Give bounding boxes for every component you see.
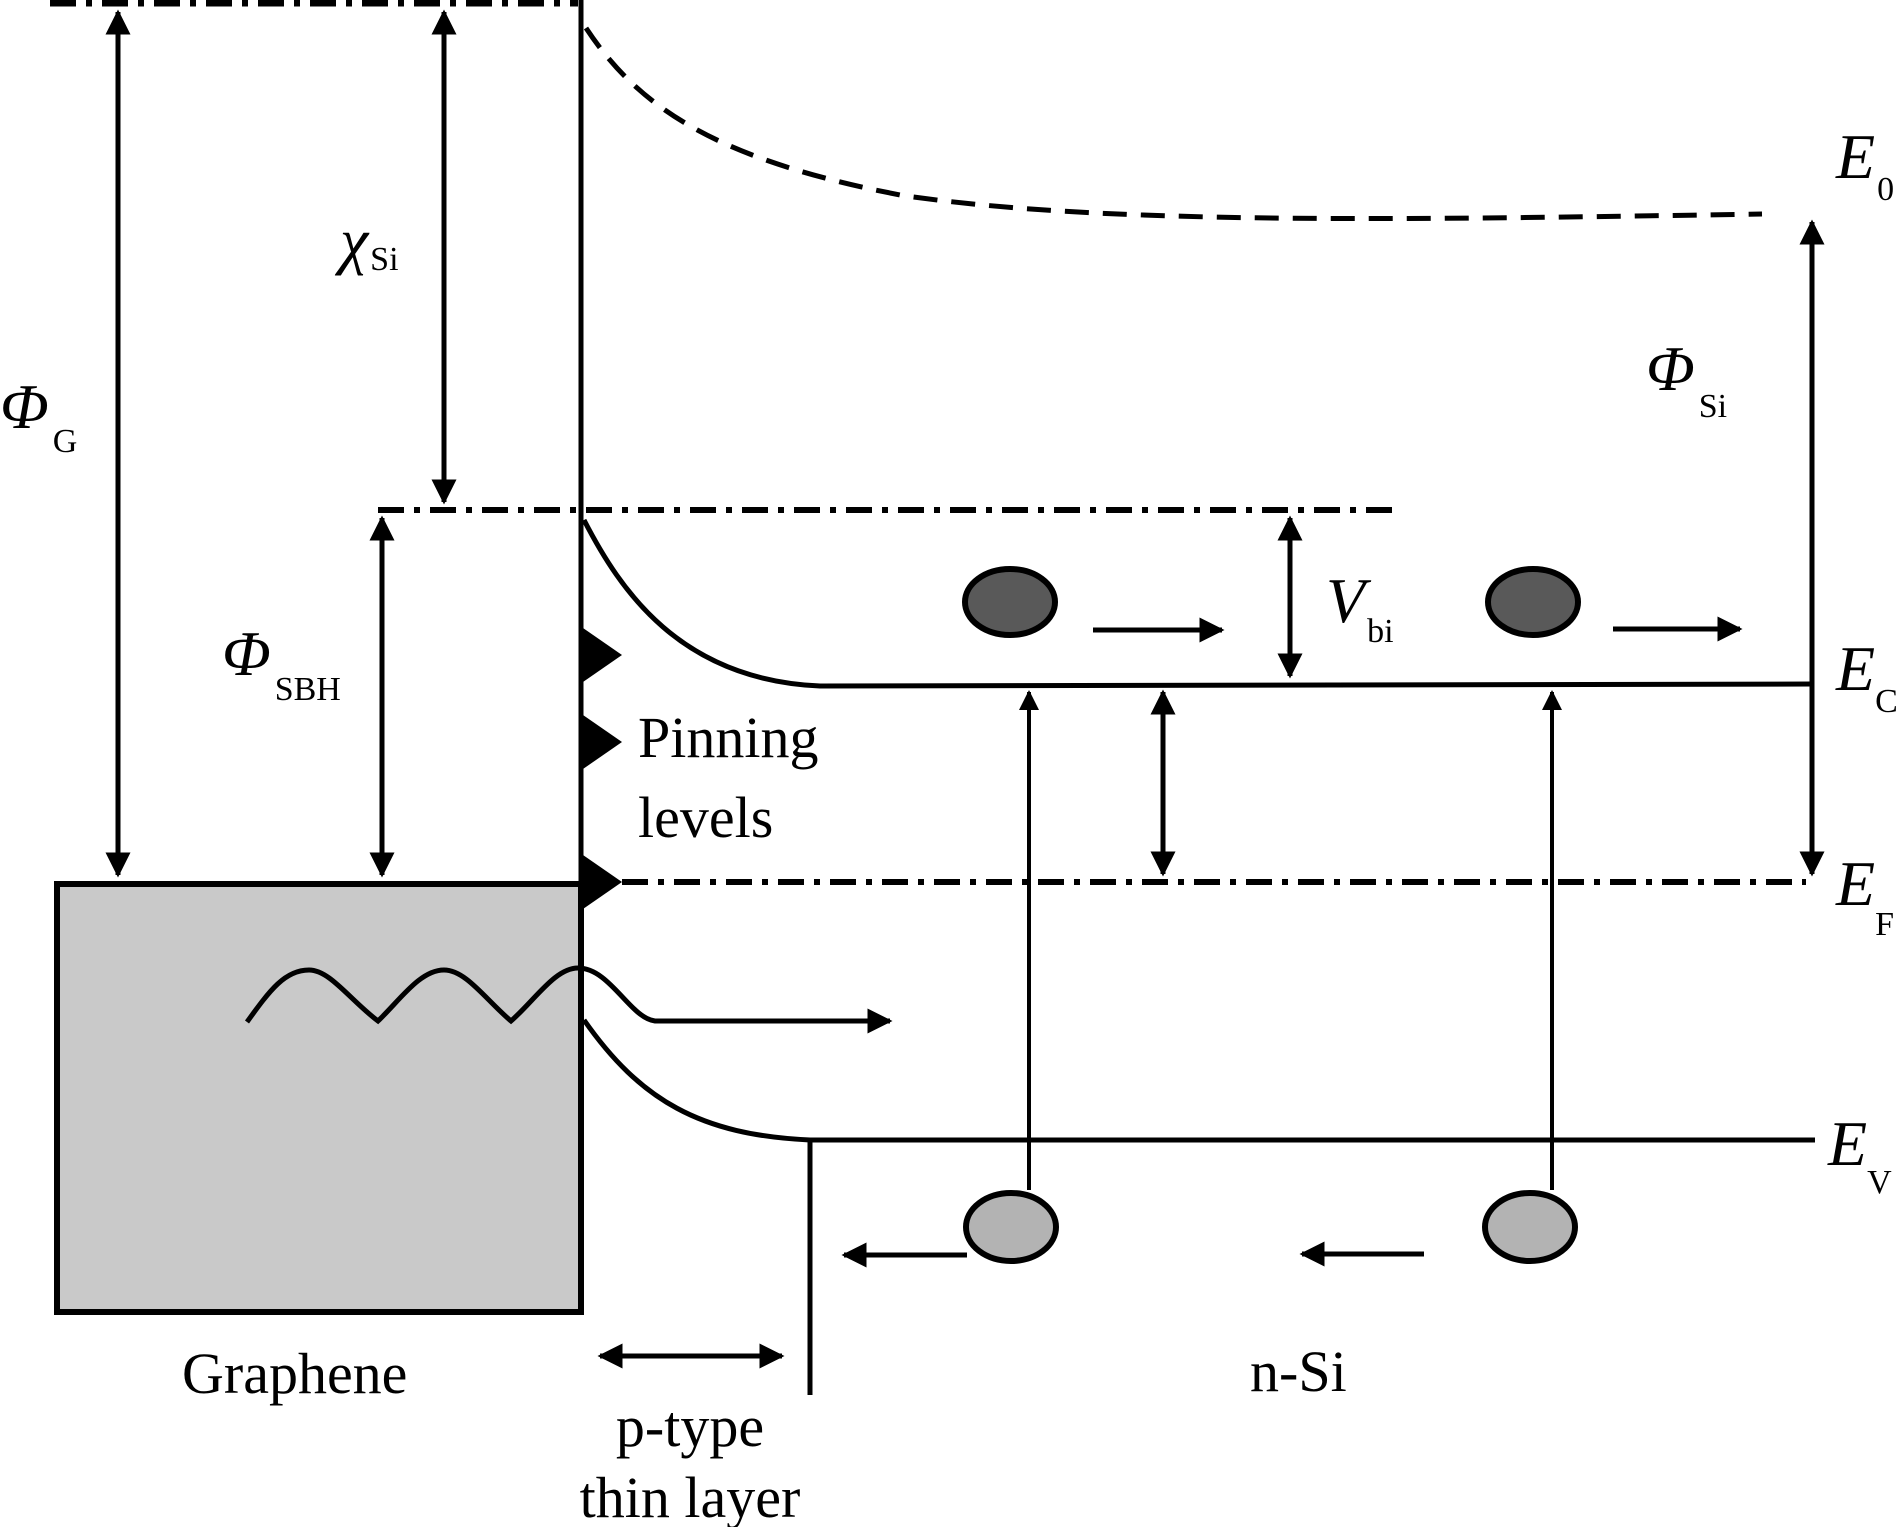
thin-layer-label: thin layer xyxy=(580,1465,801,1527)
ev-label: EV xyxy=(1827,1108,1892,1201)
e0-label: E0 xyxy=(1835,121,1894,208)
chi-si-label: χSi xyxy=(334,205,399,278)
pinning-state-2 xyxy=(583,715,622,769)
vacuum-level-e0-curve xyxy=(583,26,1763,222)
valence-band-ev xyxy=(581,1018,1815,1143)
pinning-levels-label-line1: Pinning xyxy=(638,705,819,770)
p-type-label: p-type xyxy=(616,1394,764,1459)
hole-1 xyxy=(963,1190,1059,1264)
ec-label: EC xyxy=(1835,633,1898,720)
phi-si-label: ΦSi xyxy=(1646,333,1727,425)
n-si-label: n-Si xyxy=(1250,1339,1347,1404)
electron-2 xyxy=(1485,566,1581,638)
graphene-label: Graphene xyxy=(182,1341,407,1406)
v-bi-label: Vbi xyxy=(1326,565,1394,650)
electron-1 xyxy=(962,566,1058,638)
conduction-band-ec xyxy=(581,518,1814,689)
pinning-state-1 xyxy=(583,628,622,682)
hole-2 xyxy=(1482,1190,1578,1264)
phi-sbh-label: ΦSBH xyxy=(222,618,341,708)
graphene-block xyxy=(54,881,584,1315)
pinning-state-3 xyxy=(583,855,622,909)
ef-label: EF xyxy=(1835,848,1894,943)
tunneling-wavefunction xyxy=(244,965,893,1034)
pinning-levels-label-line2: levels xyxy=(638,785,773,850)
